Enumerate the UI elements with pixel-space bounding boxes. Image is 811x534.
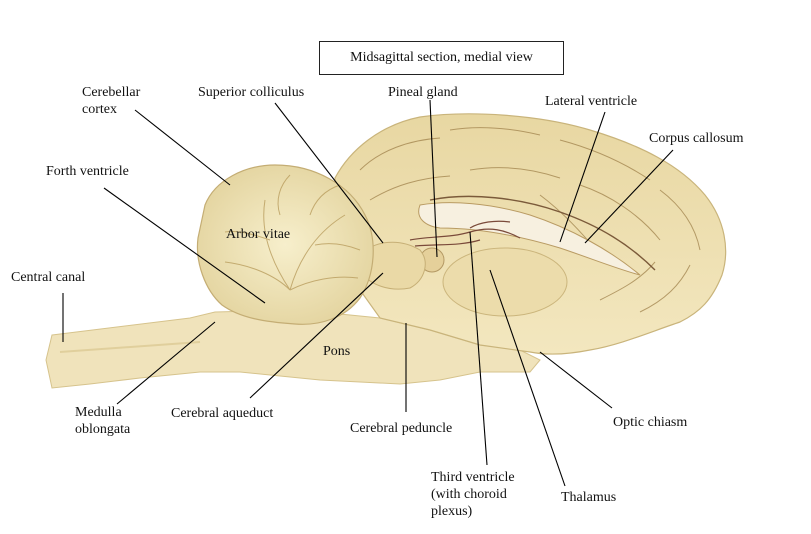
figure-title: Midsagittal section, medial view	[319, 41, 564, 75]
label-central-canal: Central canal	[11, 270, 86, 285]
label-thalamus: Thalamus	[561, 490, 617, 505]
label-cerebral-aqueduct: Cerebral aqueduct	[171, 406, 274, 421]
gyri-texture	[359, 127, 701, 313]
label-forth-ventricle: Forth ventricle	[46, 164, 129, 179]
label-corpus-callosum: Corpus callosum	[649, 131, 744, 146]
label-third-ventricle: Third ventricle (with choroid plexus)	[431, 470, 515, 519]
cerebellum-shape	[196, 164, 374, 325]
label-arbor-vitae: Arbor vitae	[226, 227, 291, 242]
label-pons: Pons	[323, 344, 351, 359]
brainstem-shape	[45, 309, 541, 389]
figure-title-text: Midsagittal section, medial view	[350, 50, 533, 65]
lateral-ventricle-shape	[418, 202, 641, 276]
label-cerebral-peduncle: Cerebral peduncle	[350, 421, 453, 436]
arbor-vitae-texture	[224, 174, 361, 291]
midbrain-shape	[359, 241, 426, 290]
thalamus-shape	[442, 247, 568, 317]
label-medulla-oblongata: Medulla oblongata	[75, 405, 131, 437]
label-superior-colliculus: Superior colliculus	[198, 85, 305, 100]
label-lateral-ventricle: Lateral ventricle	[545, 94, 638, 109]
leader-lines	[62, 99, 674, 487]
label-cerebellar-cortex: Cerebellar cortex	[82, 85, 141, 117]
label-optic-chiasm: Optic chiasm	[613, 415, 688, 430]
label-pineal-gland: Pineal gland	[388, 85, 458, 100]
